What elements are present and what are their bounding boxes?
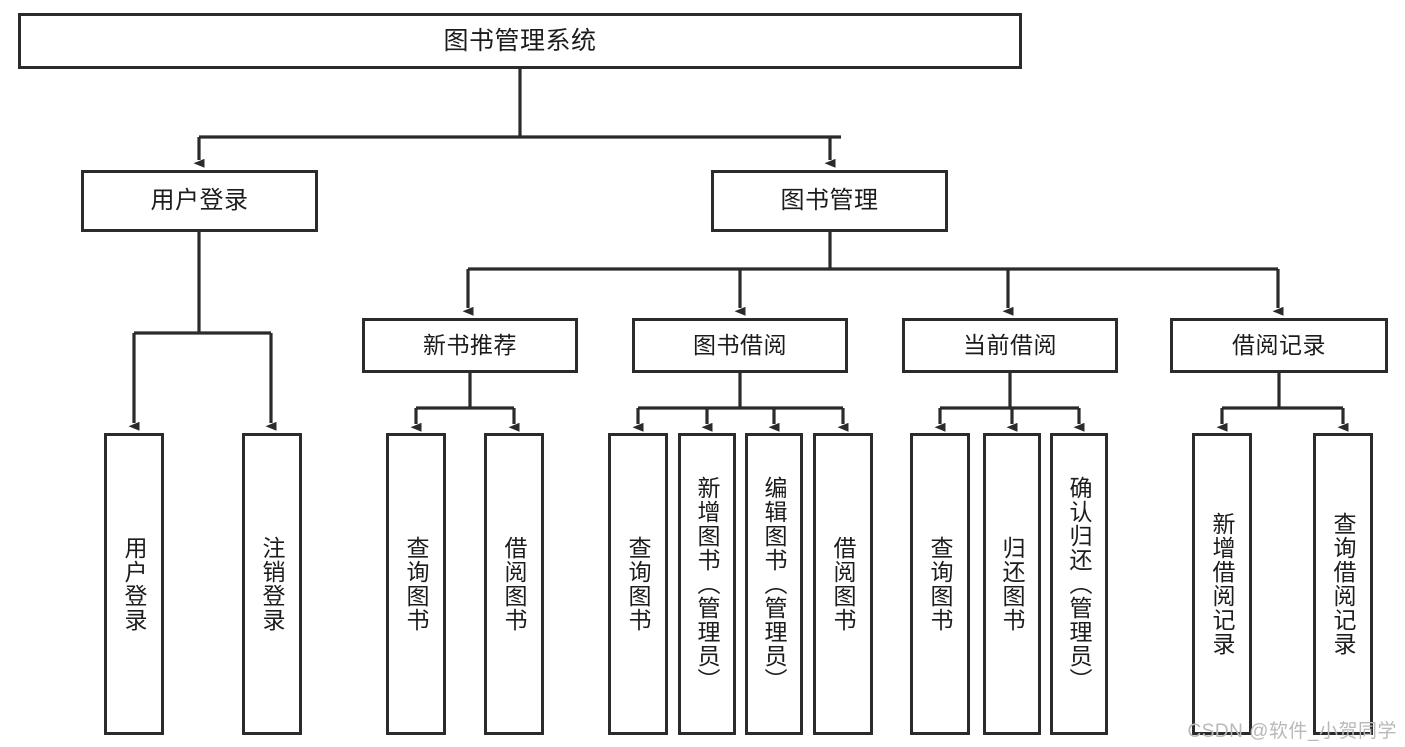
node-query-book-borrow-label: 查询图书	[625, 536, 652, 632]
node-query-book-rec-label: 查询图书	[403, 536, 430, 632]
node-user-login[interactable]: 用户登录	[81, 170, 318, 232]
node-confirm-return-admin[interactable]: 确认归还（管理员）	[1050, 433, 1108, 735]
node-current-borrow-label: 当前借阅	[963, 331, 1057, 358]
node-add-book-admin-label: 新增图书（管理员）	[694, 476, 721, 692]
node-logout-leaf-label: 注销登录	[259, 536, 286, 632]
node-new-book-recommend[interactable]: 新书推荐	[362, 318, 578, 373]
node-add-borrow-record[interactable]: 新增借阅记录	[1192, 433, 1252, 735]
node-borrow-book-borrow[interactable]: 借阅图书	[813, 433, 873, 735]
node-borrow-record-label: 借阅记录	[1232, 331, 1326, 358]
node-new-book-recommend-label: 新书推荐	[423, 331, 517, 358]
node-return-book-label: 归还图书	[999, 536, 1026, 632]
node-user-login-leaf-label: 用户登录	[121, 536, 148, 632]
node-confirm-return-admin-label: 确认归还（管理员）	[1066, 476, 1093, 692]
node-return-book[interactable]: 归还图书	[983, 433, 1041, 735]
node-book-borrow-label: 图书借阅	[693, 331, 787, 358]
node-root[interactable]: 图书管理系统	[18, 13, 1022, 69]
node-add-book-admin[interactable]: 新增图书（管理员）	[678, 433, 736, 735]
node-query-borrow-record[interactable]: 查询借阅记录	[1313, 433, 1373, 735]
node-borrow-book-rec[interactable]: 借阅图书	[484, 433, 544, 735]
node-borrow-book-rec-label: 借阅图书	[501, 536, 528, 632]
node-logout-leaf[interactable]: 注销登录	[242, 433, 302, 735]
node-root-label: 图书管理系统	[443, 27, 597, 55]
node-user-login-leaf[interactable]: 用户登录	[104, 433, 164, 735]
node-add-borrow-record-label: 新增借阅记录	[1209, 512, 1236, 656]
node-current-borrow[interactable]: 当前借阅	[902, 318, 1118, 373]
node-query-book-current-label: 查询图书	[927, 536, 954, 632]
node-query-book-current[interactable]: 查询图书	[910, 433, 970, 735]
node-query-borrow-record-label: 查询借阅记录	[1330, 512, 1357, 656]
node-edit-book-admin-label: 编辑图书（管理员）	[761, 476, 788, 692]
node-query-book-borrow[interactable]: 查询图书	[608, 433, 668, 735]
node-book-manage[interactable]: 图书管理	[711, 170, 948, 232]
node-borrow-book-borrow-label: 借阅图书	[830, 536, 857, 632]
node-edit-book-admin[interactable]: 编辑图书（管理员）	[745, 433, 803, 735]
node-query-book-rec[interactable]: 查询图书	[386, 433, 446, 735]
node-user-login-label: 用户登录	[150, 186, 249, 214]
node-borrow-record[interactable]: 借阅记录	[1170, 318, 1388, 373]
node-book-manage-label: 图书管理	[780, 186, 879, 214]
node-book-borrow[interactable]: 图书借阅	[632, 318, 848, 373]
